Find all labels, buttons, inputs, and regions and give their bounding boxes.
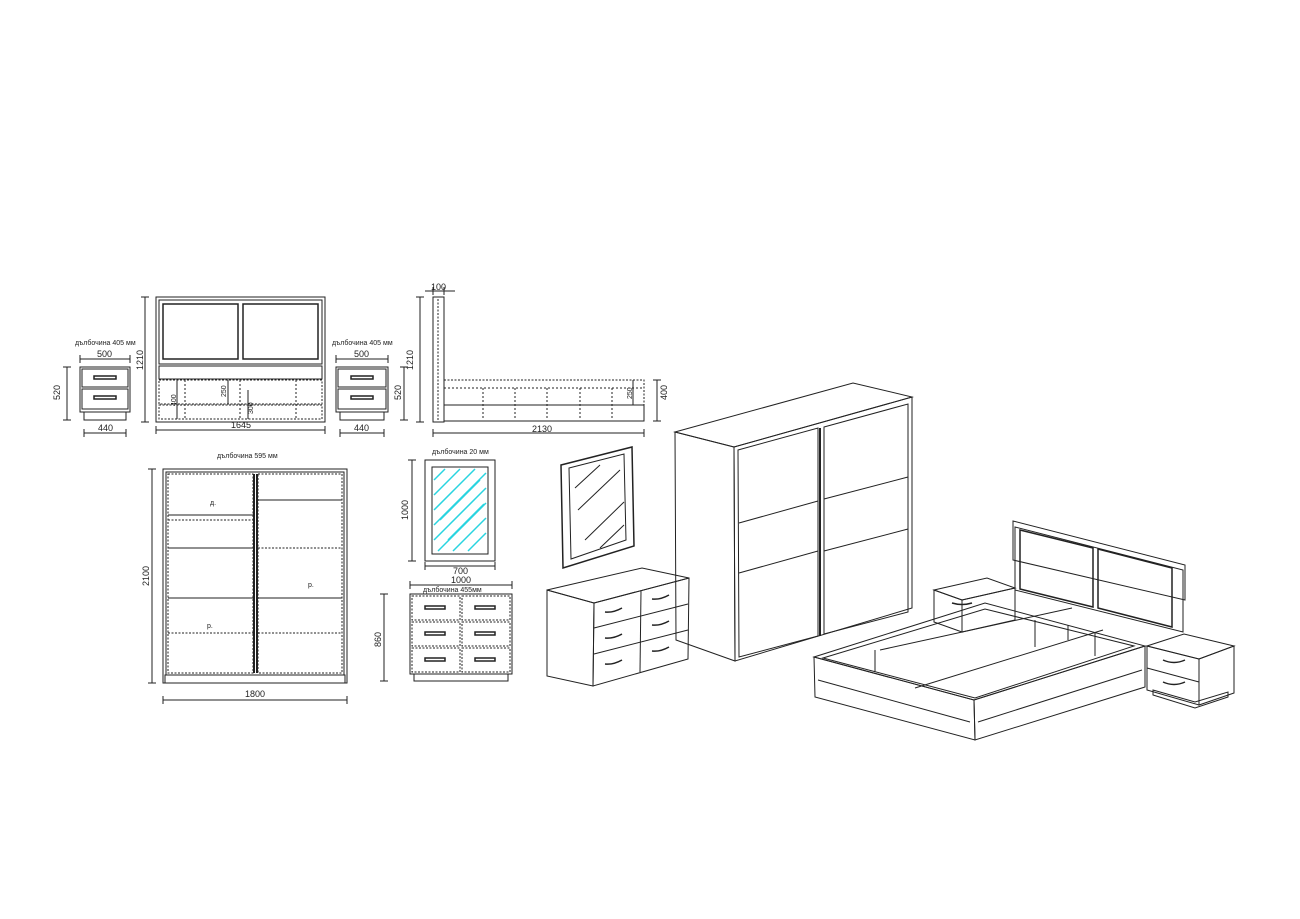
dim-mirror-height: 1000: [400, 500, 410, 520]
dim-ns-left-width: 500: [97, 349, 112, 359]
dim-ns-right-base: 440: [354, 423, 369, 433]
dim-bed-front-h300: 300: [248, 402, 255, 414]
mirror-perspective: [560, 446, 635, 570]
dim-dresser-width: 1000: [451, 575, 471, 585]
wardrobe-label-p-left: р.: [207, 623, 213, 630]
dim-bed-side-top: 100: [431, 282, 446, 292]
dim-bed-side-length: 2130: [532, 424, 552, 434]
bed-perspective: [812, 520, 1186, 741]
bed-front-view: [141, 296, 326, 434]
wardrobe-label-p-right: р.: [308, 582, 314, 589]
dim-ns-left-base: 440: [98, 423, 113, 433]
nightstand-left-front: [63, 355, 131, 437]
nightstand-right-front: [335, 355, 408, 437]
dim-bed-front-width: 1645: [231, 420, 251, 430]
nightstand-perspective-left: [932, 577, 1017, 633]
depth-note-dresser: дълбочина 455мм: [423, 586, 482, 594]
nightstand-perspective-right: [1145, 633, 1236, 709]
dim-ns-right-width: 500: [354, 349, 369, 359]
dim-ns-right-height: 520: [393, 385, 403, 400]
mirror-front-view: [408, 459, 496, 570]
dim-ns-left-height: 520: [52, 385, 62, 400]
dim-bed-front-h250: 250: [221, 385, 228, 397]
dim-dresser-height: 860: [373, 632, 383, 647]
dresser-perspective: [546, 567, 690, 687]
wardrobe-perspective: [673, 382, 914, 662]
annotations: дълбочина 405 мм дълбочина 405 мм дълбоч…: [52, 282, 669, 699]
dim-wardrobe-width: 1800: [245, 689, 265, 699]
dim-bed-front-h400: 400: [171, 394, 178, 406]
dim-wardrobe-height: 2100: [141, 566, 151, 586]
depth-note-nightstand-right: дълбочина 405 мм: [332, 339, 393, 347]
depth-note-nightstand-left: дълбочина 405 мм: [75, 339, 136, 347]
depth-note-mirror: дълбочина 20 мм: [432, 448, 489, 456]
dim-bed-side-h400: 400: [659, 385, 669, 400]
wardrobe-label-d: д.: [210, 500, 216, 507]
dim-bed-front-height: 1210: [135, 350, 145, 370]
dim-bed-side-h250: 250: [627, 387, 634, 399]
wardrobe-front-view: [148, 468, 348, 704]
depth-note-wardrobe: дълбочина 595 мм: [217, 452, 278, 460]
bed-side-view: [416, 287, 661, 437]
dim-mirror-width: 700: [453, 566, 468, 576]
dresser-front-view: [380, 581, 513, 682]
dim-bed-side-height: 1210: [405, 350, 415, 370]
